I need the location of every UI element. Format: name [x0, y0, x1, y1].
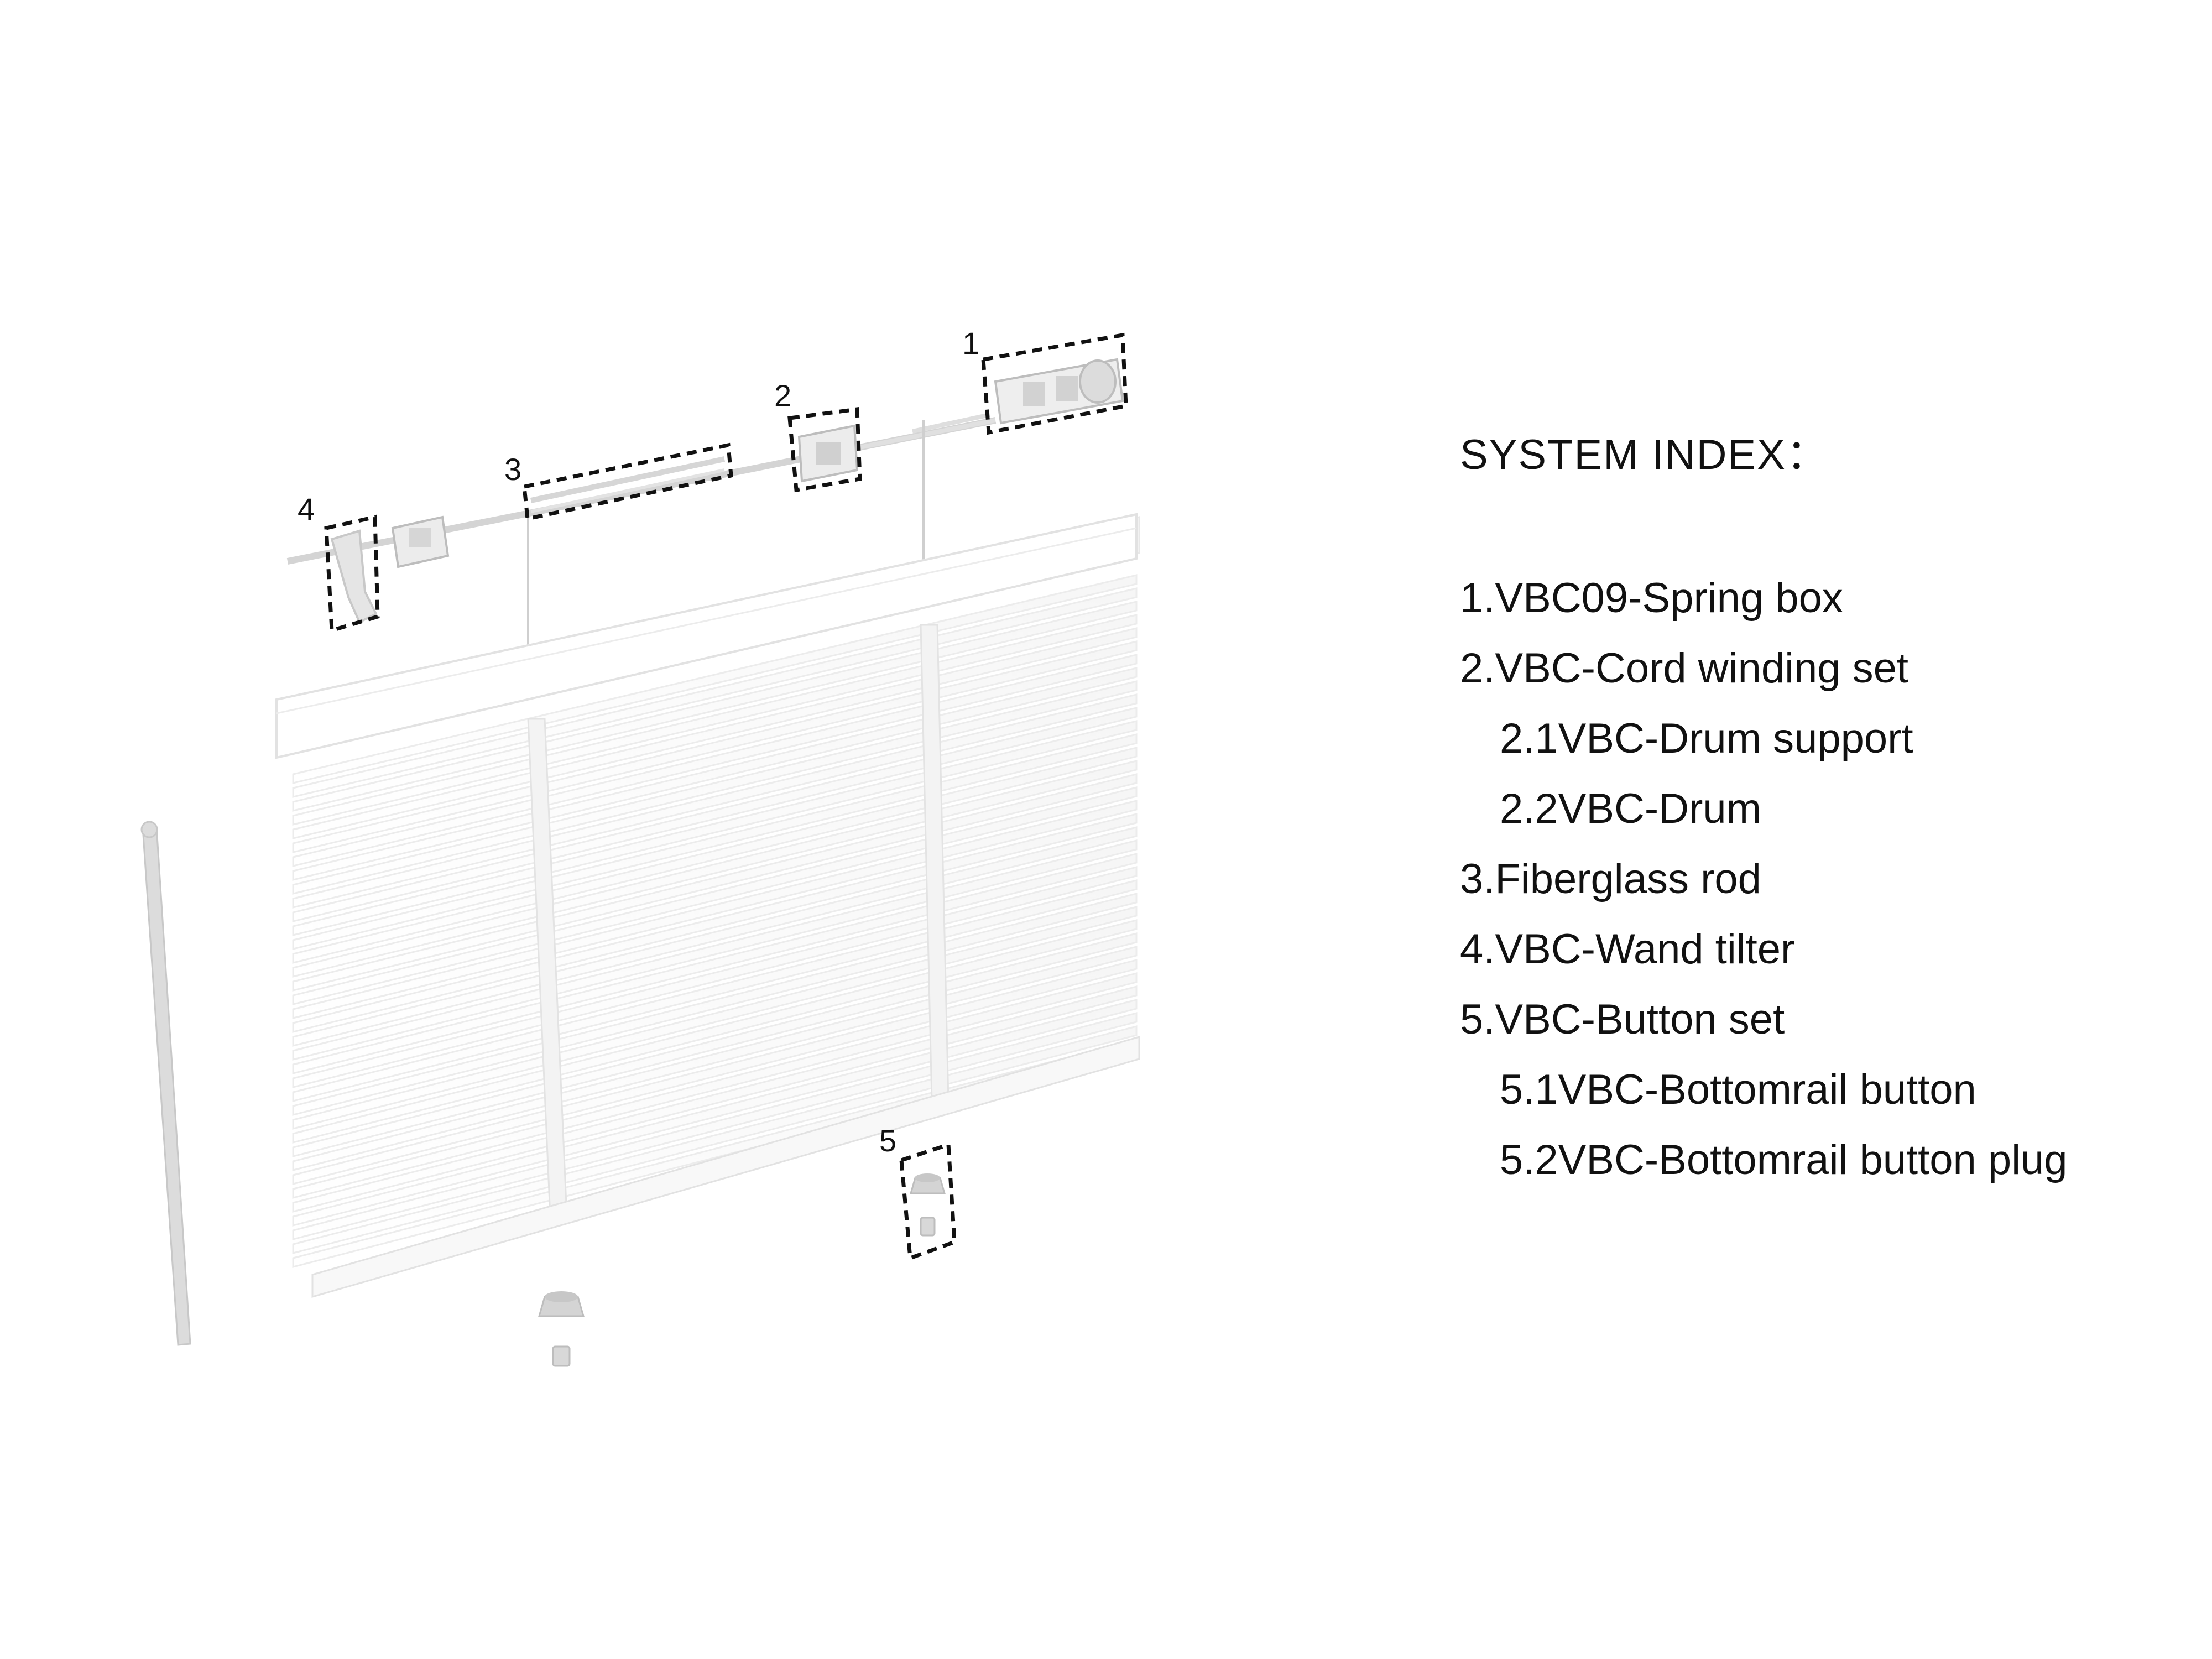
index-item-4: 4.VBC-Wand tilter [1460, 926, 1795, 973]
index-item-5-1: 5.1VBC-Bottomrail button [1500, 1066, 1976, 1113]
index-item-5-2: 5.2VBC-Bottomrail button plug [1500, 1136, 2068, 1183]
bottomrail-button [538, 1291, 585, 1317]
tilt-rod-right [912, 413, 990, 434]
index-item-3: 3.Fiberglass rod [1460, 855, 1761, 902]
spring-box [994, 358, 1124, 425]
slat [292, 866, 1138, 1088]
slat [292, 919, 1138, 1144]
system-index-panel: SYSTEM INDEX： 1.VBC09-Spring box 2.VBC-C… [1460, 420, 2068, 1195]
slat [292, 972, 1138, 1199]
index-item-2-2: 2.2VBC-Drum [1500, 785, 1761, 832]
tilt-wand [140, 821, 191, 1346]
index-item-2: 2.VBC-Cord winding set [1460, 645, 1909, 692]
bottomrail-button-plug [552, 1345, 571, 1367]
callout-label-2: 2 [774, 378, 791, 413]
system-index-list: 1.VBC09-Spring box 2.VBC-Cord winding se… [1460, 563, 2068, 1195]
slat [292, 906, 1138, 1130]
callout-label-1: 1 [962, 326, 979, 361]
callout-box-3 [522, 442, 733, 521]
slat [292, 932, 1138, 1157]
slat [292, 999, 1138, 1227]
wand-tilter [330, 529, 378, 624]
fiberglass-rod [530, 456, 726, 513]
headrail [275, 513, 1138, 759]
slat [292, 1025, 1138, 1254]
slat [292, 853, 1138, 1074]
slat [292, 879, 1138, 1102]
slat [292, 893, 1138, 1116]
index-item-5: 5.VBC-Button set [1460, 996, 1785, 1043]
callout-label-3: 3 [504, 452, 521, 487]
bottom-rail [311, 1036, 1140, 1298]
slat [292, 1012, 1138, 1240]
system-index-title: SYSTEM INDEX： [1460, 431, 1829, 478]
index-item-2-1: 2.1VBC-Drum support [1500, 715, 1913, 762]
callout-box-2 [787, 407, 862, 493]
callout-label-4: 4 [298, 492, 315, 526]
cord-winding-set [797, 424, 859, 483]
slat [292, 839, 1138, 1061]
callout-label-5: 5 [879, 1123, 896, 1158]
callout-box-4 [324, 514, 380, 633]
index-item-1: 1.VBC09-Spring box [1460, 575, 1843, 622]
callout-button [910, 1173, 946, 1237]
slat [292, 946, 1138, 1171]
slat [292, 826, 1138, 1047]
slat [292, 985, 1138, 1213]
callout-box-5 [899, 1142, 957, 1261]
slat [292, 959, 1138, 1185]
end-bracket [391, 515, 450, 568]
